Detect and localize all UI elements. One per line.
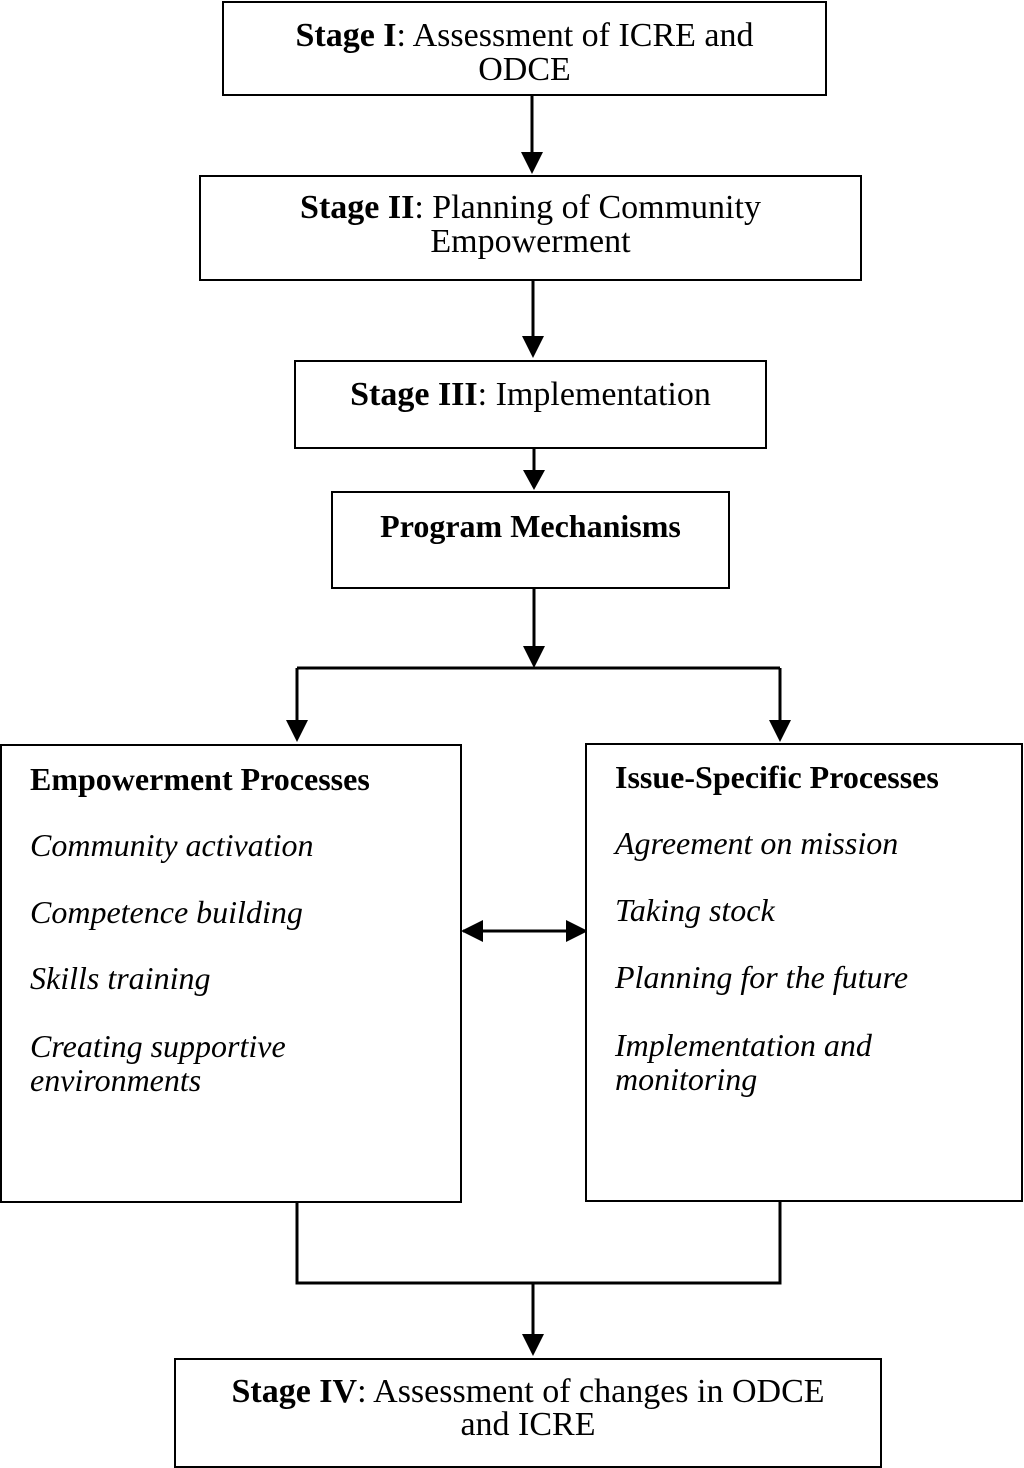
stage4-line2: and ICRE — [460, 1406, 596, 1443]
empowerment-item-4: Creating supportive — [30, 1028, 286, 1064]
stage3-text: : Implementation — [477, 376, 711, 413]
issue-item-2: Taking stock — [615, 892, 775, 928]
stage4-label: Stage IV — [231, 1373, 358, 1410]
program-mechanisms-title: Program Mechanisms — [380, 508, 681, 544]
stage3-line1: Stage III: Implementation — [296, 378, 765, 412]
issue-item-4: Implementation and — [615, 1027, 872, 1063]
issue-specific-processes-box: Issue-Specific Processes Agreement on mi… — [585, 743, 1023, 1202]
arrowhead-1 — [521, 152, 543, 174]
empowerment-processes-box: Empowerment Processes Community activati… — [0, 744, 462, 1203]
issue-item-4-cont: monitoring — [615, 1061, 758, 1097]
arrowhead-6 — [769, 720, 791, 742]
issue-specific-processes-title: Issue-Specific Processes — [615, 759, 939, 795]
arrowhead-2 — [522, 336, 544, 358]
empowerment-item-2: Competence building — [30, 894, 303, 930]
stage2-text: : Planning of Community — [414, 189, 761, 226]
stage1-line2: ODCE — [478, 51, 571, 88]
arrowhead-7-right — [566, 920, 588, 942]
issue-item-1: Agreement on mission — [615, 825, 899, 861]
stage1-line1: Stage I: Assessment of ICRE and — [224, 19, 825, 53]
program-mechanisms-box: Program Mechanisms — [331, 491, 730, 589]
empowerment-processes-title: Empowerment Processes — [30, 761, 370, 797]
stage4-line1: Stage IV: Assessment of changes in ODCE — [176, 1375, 880, 1409]
stage4-text: : Assessment of changes in ODCE — [357, 1373, 825, 1410]
stage2-line2: Empowerment — [430, 223, 631, 260]
stage2-line1: Stage II: Planning of Community — [201, 191, 860, 225]
empowerment-item-1: Community activation — [30, 827, 314, 863]
stage1-text: : Assessment of ICRE and — [396, 17, 754, 54]
stage2-label: Stage II — [300, 189, 415, 226]
stage3-label: Stage III — [350, 376, 478, 413]
stage3-box: Stage III: Implementation — [294, 360, 767, 449]
arrowhead-5 — [286, 720, 308, 742]
stage4-box: Stage IV: Assessment of changes in ODCE … — [174, 1358, 882, 1468]
arrowhead-7-left — [461, 920, 483, 942]
stage1-label: Stage I — [295, 17, 397, 54]
issue-item-3: Planning for the future — [615, 959, 909, 995]
empowerment-item-3: Skills training — [30, 960, 211, 996]
stage1-box: Stage I: Assessment of ICRE and ODCE — [222, 1, 827, 96]
arrowhead-4 — [523, 646, 545, 668]
stage2-box: Stage II: Planning of Community Empowerm… — [199, 175, 862, 281]
arrowhead-8 — [522, 1334, 544, 1356]
merge-lines — [295, 1202, 782, 1285]
arrowhead-3 — [523, 470, 545, 490]
empowerment-item-4-cont: environments — [30, 1062, 202, 1098]
